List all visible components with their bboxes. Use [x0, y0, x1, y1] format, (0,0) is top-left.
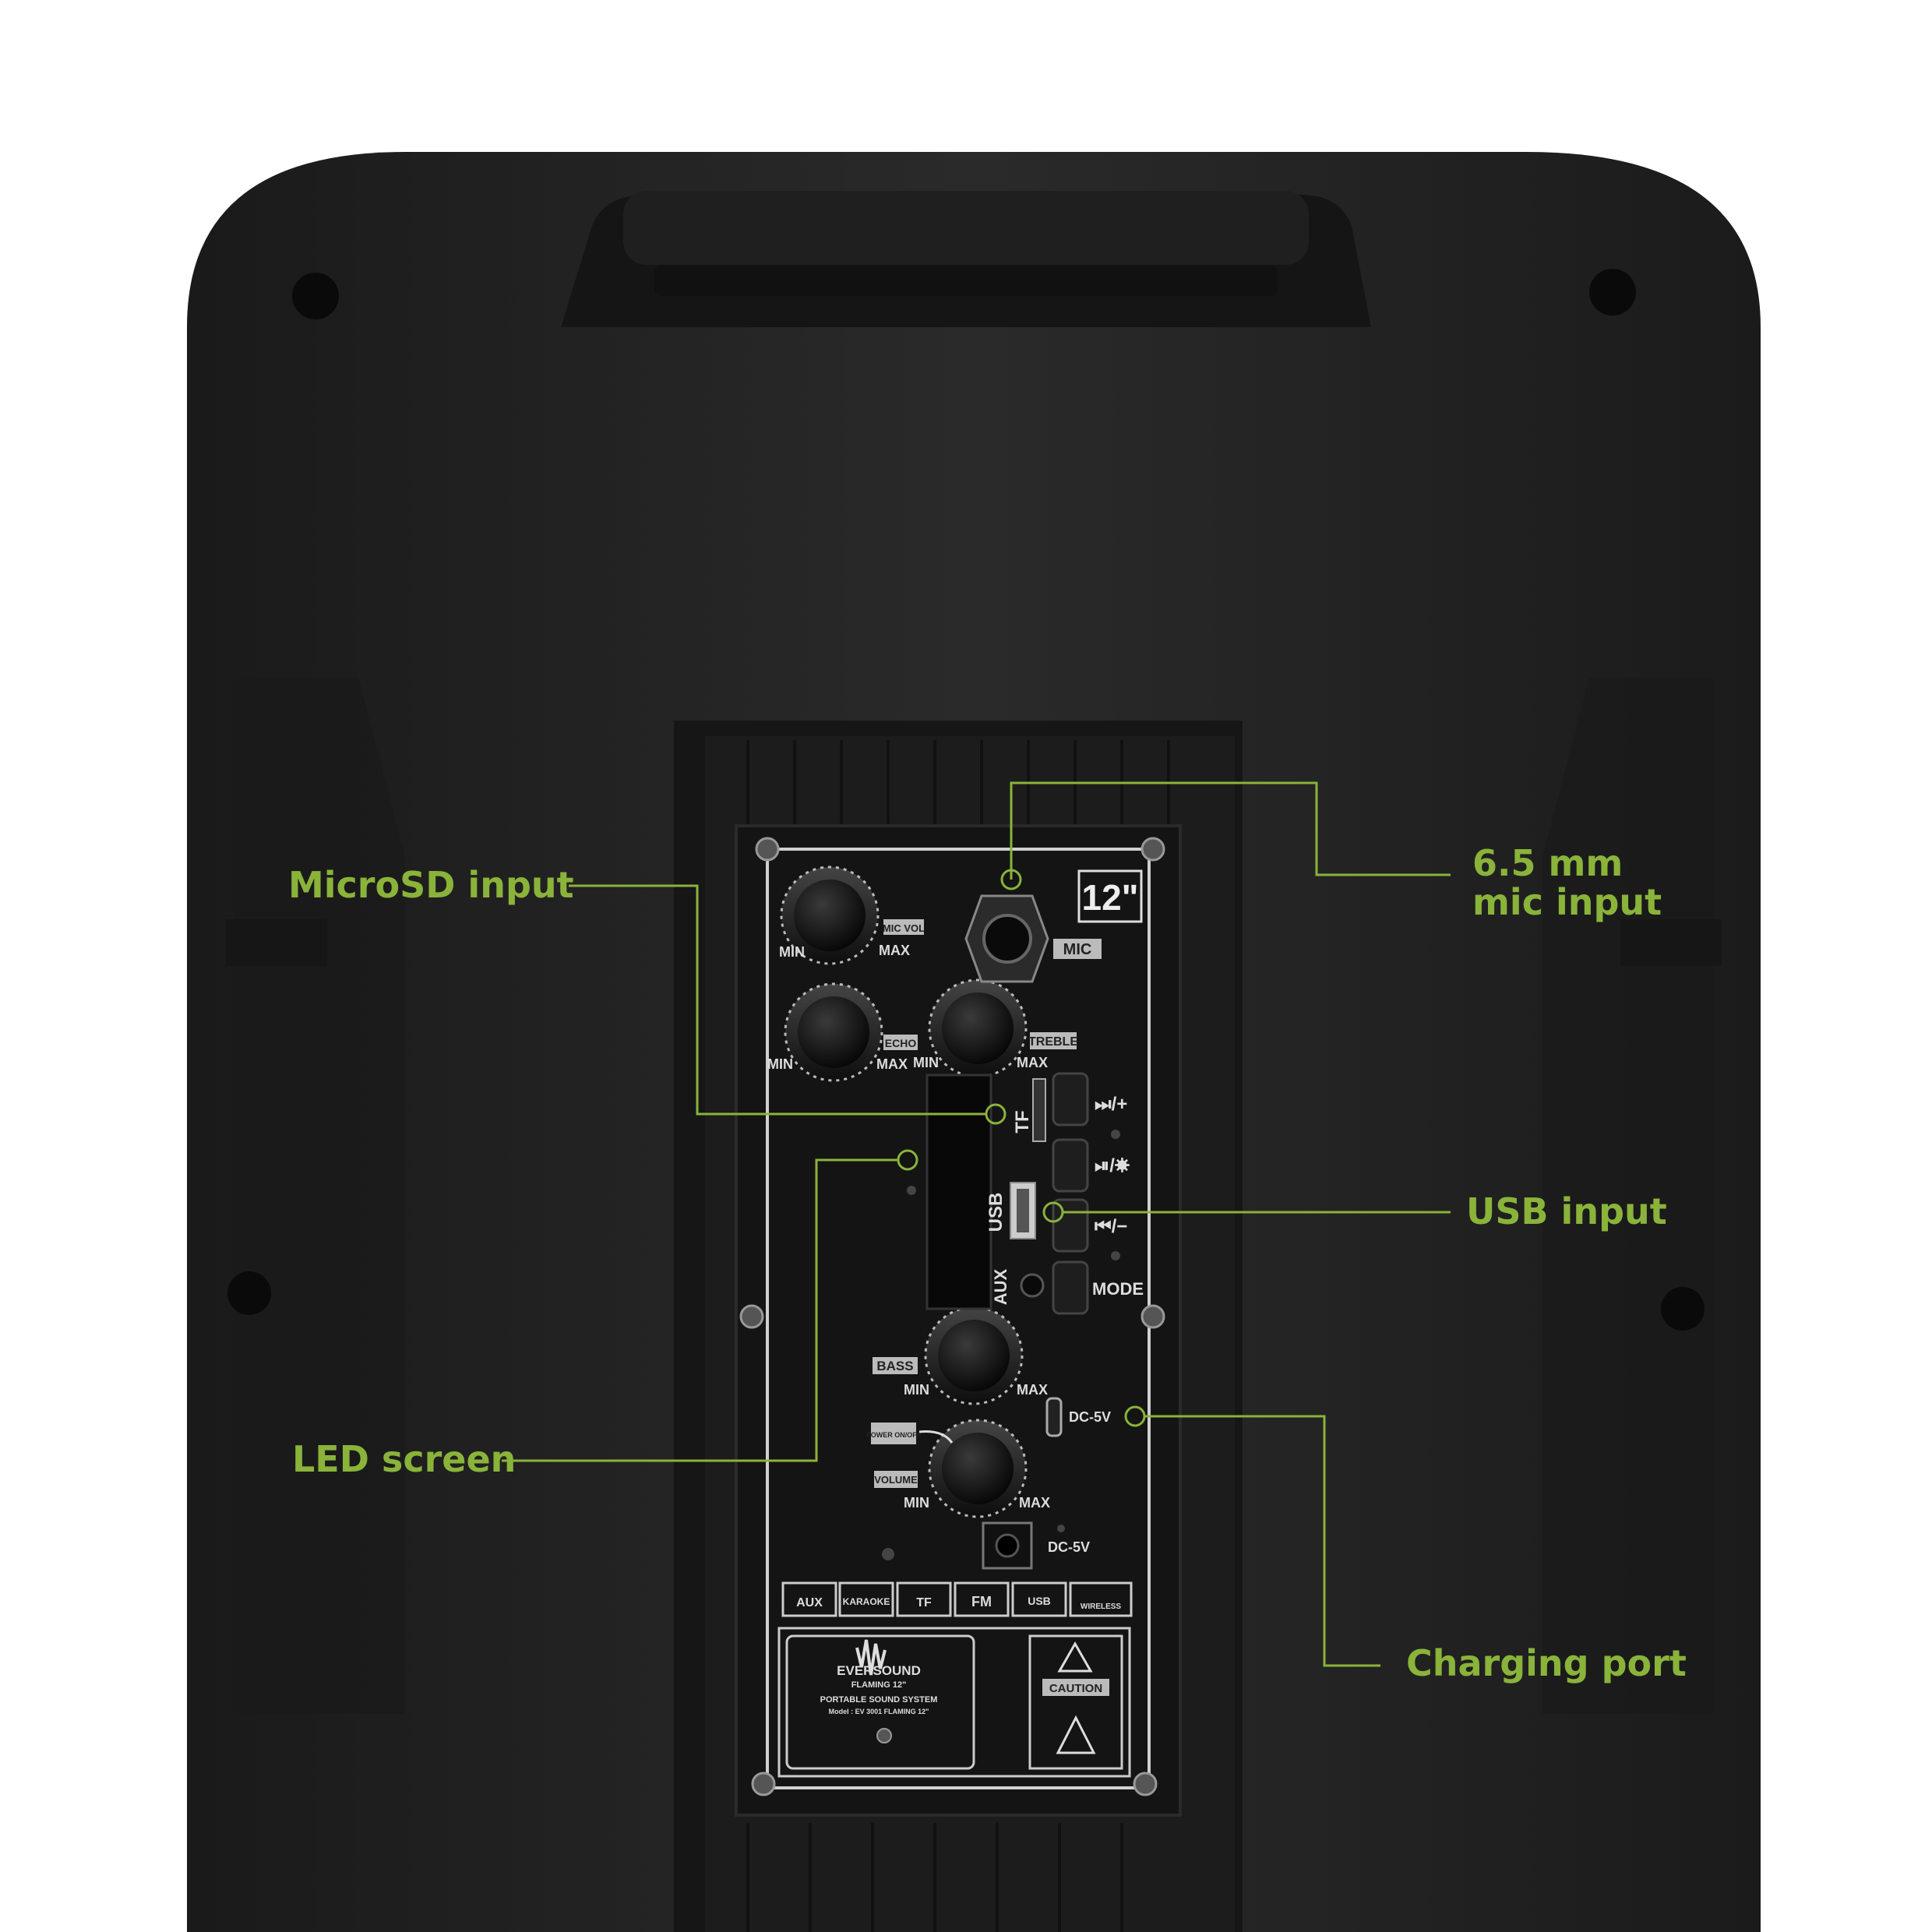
size-badge-box: [1077, 869, 1143, 923]
screw-icon: [876, 1728, 892, 1743]
screw-hole-icon: [1661, 1287, 1705, 1331]
volume-min: MIN: [904, 1495, 929, 1511]
brand-model: FLAMING 12": [851, 1680, 907, 1690]
callout-led: LED screen: [292, 1438, 516, 1480]
mode-label: MODE: [1092, 1279, 1144, 1299]
model-label: Model : EV 3001 FLAMING 12": [829, 1708, 929, 1715]
feature-icon-fm: FM: [971, 1594, 992, 1609]
led-leader: [502, 1158, 897, 1462]
screw-icon: [1141, 837, 1165, 862]
mic-volume-knob[interactable]: [780, 866, 880, 965]
bass-label: BASS: [876, 1359, 913, 1373]
charging-port[interactable]: [1045, 1397, 1063, 1437]
treble-min: MIN: [913, 1055, 939, 1070]
led-screen: [925, 1074, 992, 1310]
indicator-icon: [882, 1548, 894, 1560]
feature-icon-karaoke: KARAOKE: [843, 1596, 890, 1607]
size-badge: 12": [1082, 877, 1139, 918]
echo-knob[interactable]: [784, 982, 883, 1082]
dc-label: DC-5V: [1069, 1409, 1111, 1425]
echo-max: MAX: [876, 1056, 908, 1072]
screw-hole-icon: [292, 273, 339, 319]
bass-min: MIN: [904, 1382, 929, 1398]
treble-max: MAX: [1017, 1055, 1048, 1070]
power-label: POWER ON/OFF: [866, 1431, 922, 1439]
microsd-slot[interactable]: [1032, 1078, 1046, 1142]
indicator-icon: [1057, 1525, 1065, 1532]
feature-icon-tf: TF: [916, 1596, 932, 1609]
callout-microsd: MicroSD input: [288, 864, 574, 906]
bass-max: MAX: [1017, 1382, 1048, 1398]
callout-charging: Charging port: [1406, 1642, 1687, 1684]
feature-icons-row: AUX KARAOKE TF FM USB WIRELESS: [781, 1581, 1133, 1617]
bass-knob[interactable]: [924, 1306, 1024, 1405]
arrow-icon: [918, 1430, 954, 1444]
next-label: ⏭/+: [1095, 1094, 1127, 1115]
next-button[interactable]: [1052, 1072, 1089, 1126]
indicator-icon: [907, 1186, 916, 1195]
indicator-icon: [1111, 1251, 1120, 1260]
mic-jack[interactable]: [964, 894, 1049, 983]
system-label: PORTABLE SOUND SYSTEM: [820, 1695, 938, 1705]
mic-vol-max: MAX: [879, 943, 910, 958]
screw-icon: [1141, 1304, 1165, 1329]
charging-leader: [1145, 1415, 1380, 1667]
mic-label: MIC: [1063, 941, 1092, 958]
screw-hole-icon: [1589, 269, 1636, 316]
caution-label: CAUTION: [1049, 1682, 1102, 1695]
brand-plate: EVERSOUND FLAMING 12" PORTABLE SOUND SYS…: [777, 1627, 1131, 1778]
tf-label: TF: [1012, 1110, 1033, 1133]
screw-icon: [755, 837, 780, 862]
callout-usb: USB input: [1466, 1190, 1667, 1232]
feature-icon-wireless: WIRELESS: [1081, 1602, 1122, 1611]
play-label: ⏯/☀: [1095, 1155, 1130, 1176]
dc-in-label: DC-5V: [1048, 1539, 1090, 1555]
callout-lines: [502, 781, 1451, 1667]
usb-label: USB: [985, 1193, 1007, 1232]
treble-label: TREBLE: [1028, 1035, 1078, 1049]
shock-warning-icon: [1056, 1715, 1096, 1754]
callout-mic: 6.5 mm mic input: [1472, 842, 1662, 923]
prev-button[interactable]: [1052, 1198, 1089, 1253]
aux-jack[interactable]: [1020, 1273, 1045, 1298]
brand-name: EVERSOUND: [837, 1663, 921, 1678]
screw-icon: [739, 1304, 764, 1329]
feature-icon-usb: USB: [1028, 1595, 1051, 1607]
prev-label: ⏮/−: [1095, 1216, 1127, 1237]
feature-icon-aux: AUX: [796, 1596, 823, 1609]
brand-logo-icon: [855, 1639, 887, 1676]
volume-max: MAX: [1019, 1495, 1050, 1511]
warning-icon: [1057, 1641, 1093, 1673]
echo-label: ECHO: [885, 1037, 917, 1049]
screw-icon: [1133, 1772, 1158, 1796]
mic-leader: [1010, 781, 1451, 880]
microsd-leader: [569, 884, 985, 1116]
mic-vol-label: MIC VOL: [883, 922, 925, 934]
screw-hole-icon: [227, 1271, 271, 1315]
screw-icon: [751, 1772, 776, 1796]
treble-knob[interactable]: [928, 978, 1028, 1078]
echo-min: MIN: [767, 1056, 793, 1072]
volume-label: VOLUME: [874, 1474, 918, 1486]
carry-handle[interactable]: [561, 191, 1371, 327]
mode-button[interactable]: [1052, 1260, 1089, 1315]
volume-knob[interactable]: [928, 1419, 1028, 1518]
mic-vol-min: MIN: [779, 944, 805, 960]
aux-label: AUX: [991, 1268, 1010, 1305]
indicator-icon: [1111, 1130, 1120, 1139]
play-pause-button[interactable]: [1052, 1138, 1089, 1193]
